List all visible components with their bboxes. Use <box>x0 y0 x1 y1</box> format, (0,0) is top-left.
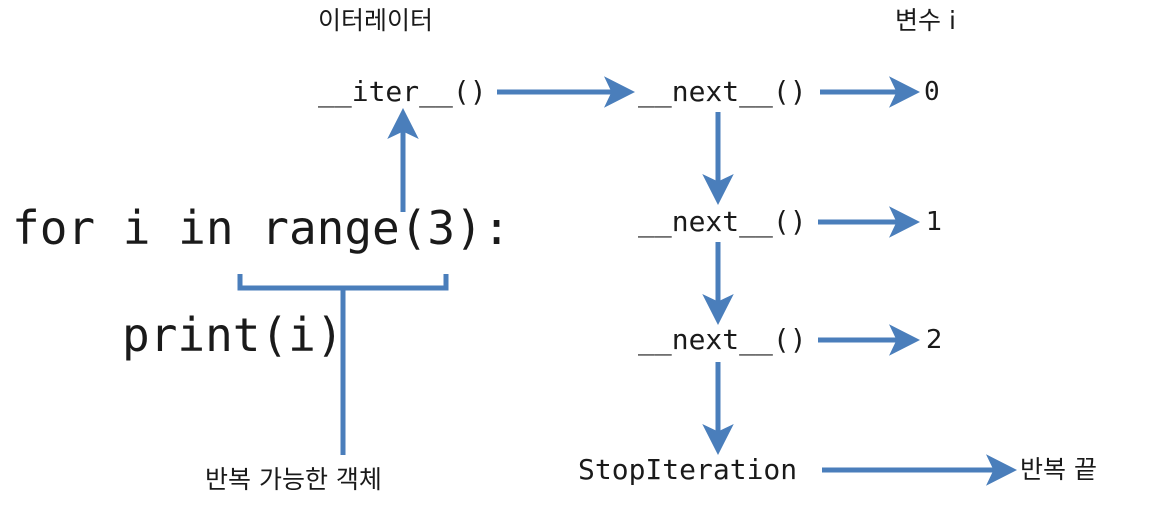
code-line-for: for i in range(3): <box>12 201 511 255</box>
next-call-node-3: __next__() <box>638 323 807 356</box>
value-node-2: 2 <box>926 325 943 355</box>
range-underbrace <box>237 274 449 291</box>
loop-end-label: 반복 끝 <box>1020 455 1097 484</box>
value-node-1: 1 <box>926 207 943 237</box>
next-call-node-1: __next__() <box>638 75 807 108</box>
iterator-heading: 이터레이터 <box>318 6 434 35</box>
variable-heading: 변수 i <box>895 6 956 35</box>
code-line-print: print(i) <box>122 308 344 362</box>
iterable-object-label: 반복 가능한 객체 <box>205 465 382 494</box>
iter-call-node: __iter__() <box>318 75 487 108</box>
stopiteration-node: StopIteration <box>578 453 798 486</box>
next-call-node-2: __next__() <box>638 205 807 238</box>
value-node-0: 0 <box>924 77 940 107</box>
